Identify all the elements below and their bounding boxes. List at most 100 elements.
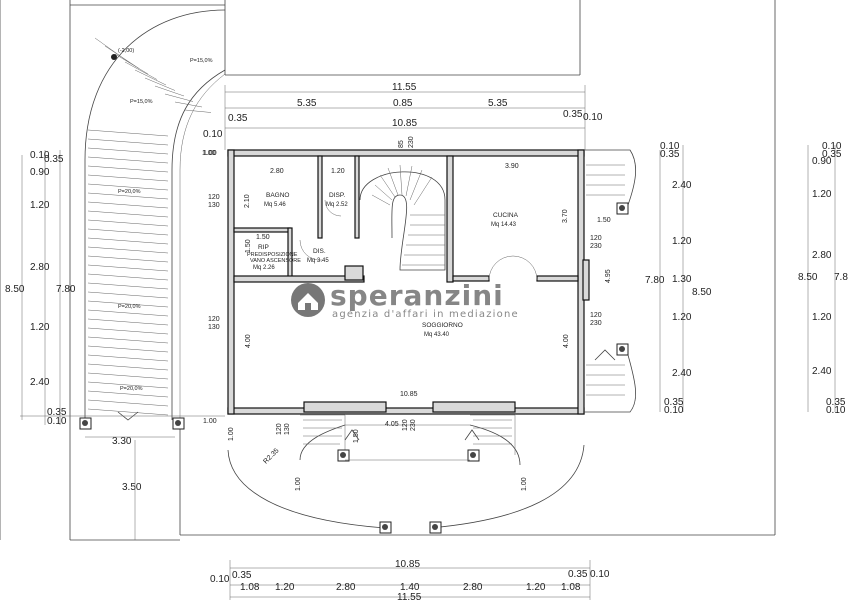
front-terrace <box>79 414 585 534</box>
dim-bagno-h: 2.10 <box>244 194 251 208</box>
site-boundary <box>0 0 776 541</box>
dim-stair-w: 85 <box>398 140 405 148</box>
ramp-slope-2: P=15,0% <box>130 99 153 105</box>
dim-left-seg-8: 0.35 <box>47 407 67 418</box>
room-rip-note2: VANO ASCENSORE <box>250 258 301 264</box>
dim-right-stair: 4.95 <box>605 269 612 283</box>
ramp-hatch-line <box>144 77 176 91</box>
dim-win-right2-top: 120 <box>590 312 602 319</box>
dim-disp-w: 1.20 <box>331 168 345 175</box>
ramp-hatch-line <box>87 156 169 164</box>
room-labels: BAGNO Mq 5.46 DISP. Mq 2.52 CUCINA Mq 14… <box>247 192 519 338</box>
dim-bottom-total: 11.55 <box>397 592 422 600</box>
dim-side-right: 1.00 <box>521 477 528 491</box>
ramp-hatch-line <box>87 327 169 335</box>
ramp-hatch-line <box>134 69 167 86</box>
room-rip-area: Mq 2.26 <box>253 265 275 271</box>
ramp-hatch-line <box>87 372 169 380</box>
side-stairs-right <box>582 149 637 413</box>
far-right-dimensions: 0.10 0.35 0.90 1.20 2.80 1.20 2.40 0.35 … <box>798 141 848 416</box>
dim-right-seg-5: 1.30 <box>672 274 692 285</box>
dim-far-inner: 7.8 <box>834 272 848 283</box>
room-disp-area: Mq 2.52 <box>326 202 348 208</box>
dim-right-seg-6: 1.20 <box>672 312 692 323</box>
ramp-hatch-line <box>104 45 140 69</box>
dim-top-left: 5.35 <box>297 98 317 109</box>
dim-right-inner: 7.80 <box>645 275 665 286</box>
dim-win-left2-bot: 130 <box>208 324 220 331</box>
dim-left-seg-2: 0.35 <box>44 154 64 165</box>
dim-far-total: 8.50 <box>798 272 818 283</box>
ramp-hatch-line <box>87 336 169 344</box>
dim-bottom-edge-right: 0.35 <box>568 569 588 580</box>
dim-soggiorno-h-right: 4.00 <box>563 334 570 348</box>
ramp-hatch-line <box>114 53 149 75</box>
room-bagno-name: BAGNO <box>266 192 289 199</box>
dim-top-corner-left: 1.00 <box>202 150 216 157</box>
internal-staircase: 85 230 <box>359 136 446 271</box>
ramp-hatch-line <box>87 264 169 272</box>
dim-top-right: 5.35 <box>488 98 508 109</box>
dim-far-seg-5: 2.80 <box>812 250 832 261</box>
dim-porch-h1: 120 <box>402 419 409 431</box>
dim-far-seg-4: 1.20 <box>812 189 832 200</box>
dim-bottom-seg-6: 1.20 <box>526 582 546 593</box>
agency-watermark: speranzini agenzia d'affari in mediazion… <box>291 279 518 320</box>
dim-bottom-offset-right: 0.10 <box>590 569 610 580</box>
ramp-hatch-line <box>87 282 169 290</box>
building-walls <box>227 149 585 415</box>
ramp-hatch-line <box>87 192 169 200</box>
dim-ramp-depth: 3.50 <box>122 482 142 493</box>
ramp-hatch-line <box>87 147 169 155</box>
dim-bagno-w: 2.80 <box>270 168 284 175</box>
ramp-hatch-line <box>87 291 169 299</box>
room-dis-name: DIS. <box>313 248 326 255</box>
left-dimensions: 0.10 0.35 0.90 1.20 2.80 1.20 2.40 0.35 … <box>5 150 76 427</box>
ramp-hatch-line <box>87 138 169 146</box>
right-dimensions: 0.10 0.35 2.40 1.20 1.30 1.20 2.40 0.35 … <box>597 141 712 416</box>
ramp-hatch-line <box>87 237 169 245</box>
ramp-hatch-line <box>87 165 169 173</box>
ramp-hatch-line <box>87 381 169 389</box>
dim-bottom-seg-1: 1.08 <box>240 582 260 593</box>
access-ramp: (-2,00) P=15,0% P=15,0% P=20,0% P=20,0% … <box>84 9 226 421</box>
dim-left-seg-5: 2.80 <box>30 262 50 273</box>
dim-left-seg-7: 2.40 <box>30 377 50 388</box>
dim-side-left2: 1.00 <box>295 477 302 491</box>
dim-right-seg-3: 2.40 <box>672 180 692 191</box>
dim-win-left-top: 120 <box>208 194 220 201</box>
dim-rip-w: 1.50 <box>256 234 270 241</box>
ramp-hatch-line <box>87 273 169 281</box>
room-soggiorno-area: Mq 43.40 <box>424 332 450 338</box>
dim-porch-left-1: 120 <box>276 423 283 435</box>
ramp-hatch-line <box>87 345 169 353</box>
dim-bottom-seg-4: 1.40 <box>400 582 420 593</box>
dim-right-seg-9: 0.10 <box>664 405 684 416</box>
dim-top-edge-left: 0.35 <box>228 113 248 124</box>
dim-bottom-seg-5: 2.80 <box>463 582 483 593</box>
dim-right-seg-8: 0.35 <box>664 397 684 408</box>
ramp-hatch-line <box>87 174 169 182</box>
ramp-hatch-line <box>87 399 169 407</box>
ramp-hatch-line <box>174 101 203 108</box>
dim-win-left2-top: 120 <box>208 316 220 323</box>
ramp-hatch-line <box>87 363 169 371</box>
ramp-hatch-line <box>87 408 169 416</box>
ramp-hatch-line <box>87 309 169 317</box>
room-rip-note1: PREDISPOSIZIONE <box>247 252 298 258</box>
dim-top-edge-right: 0.35 <box>563 109 583 120</box>
ramp-slope-1: P=15,0% <box>190 58 213 64</box>
ramp-hatch-line <box>184 109 212 113</box>
dim-far-seg-9: 0.10 <box>826 405 846 416</box>
dim-ramp-width: 3.30 <box>112 436 132 447</box>
dim-cucina-h: 3.70 <box>562 209 569 223</box>
ramp-hatch-line <box>87 255 169 263</box>
dim-left-seg-9: 0.10 <box>47 416 67 427</box>
dim-bottom-seg-7: 1.08 <box>561 582 581 593</box>
dim-bottom-edge-left: 0.35 <box>232 570 252 581</box>
ramp-hatch-line <box>87 219 169 227</box>
ramp-hatch-line <box>87 228 169 236</box>
ramp-hatch-line <box>87 129 169 137</box>
dim-left-seg-6: 1.20 <box>30 322 50 333</box>
